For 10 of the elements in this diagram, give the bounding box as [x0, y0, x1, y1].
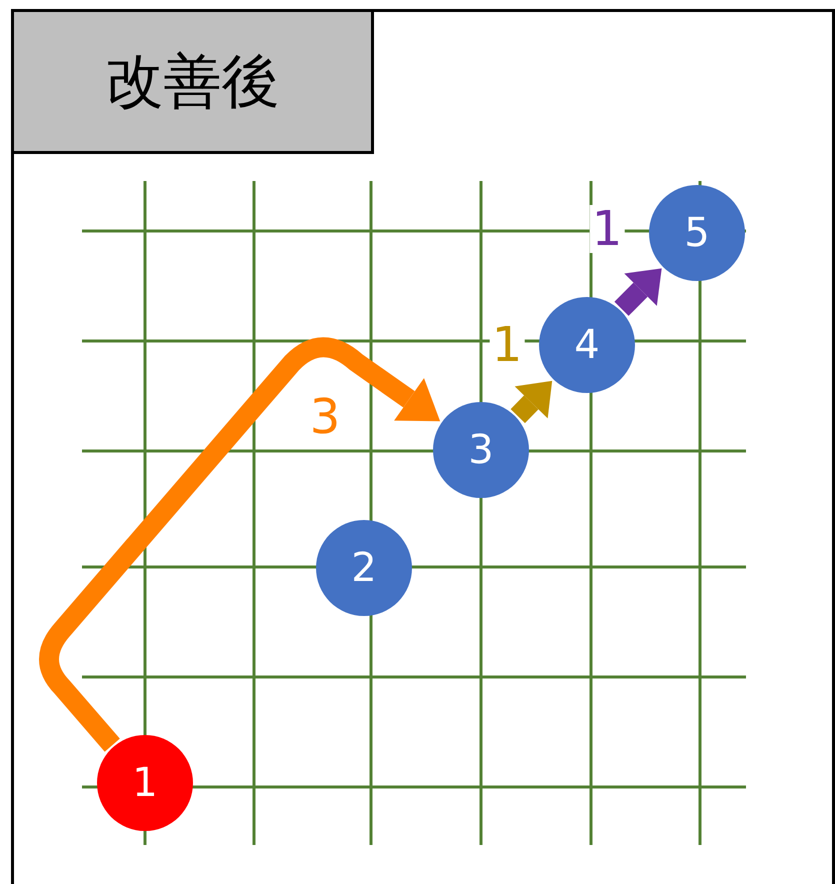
numbered-circle: 4 [539, 297, 635, 393]
numbered-circle: 1 [97, 735, 193, 831]
arrow [614, 268, 662, 316]
arrow [510, 380, 552, 424]
numbered-circle: 3 [433, 402, 529, 498]
numbered-circle: 2 [316, 520, 412, 616]
numbered-circle: 5 [649, 185, 745, 281]
edge-label: 1 [590, 205, 624, 253]
title-box: 改善後 [11, 9, 374, 154]
arrow [39, 337, 440, 752]
